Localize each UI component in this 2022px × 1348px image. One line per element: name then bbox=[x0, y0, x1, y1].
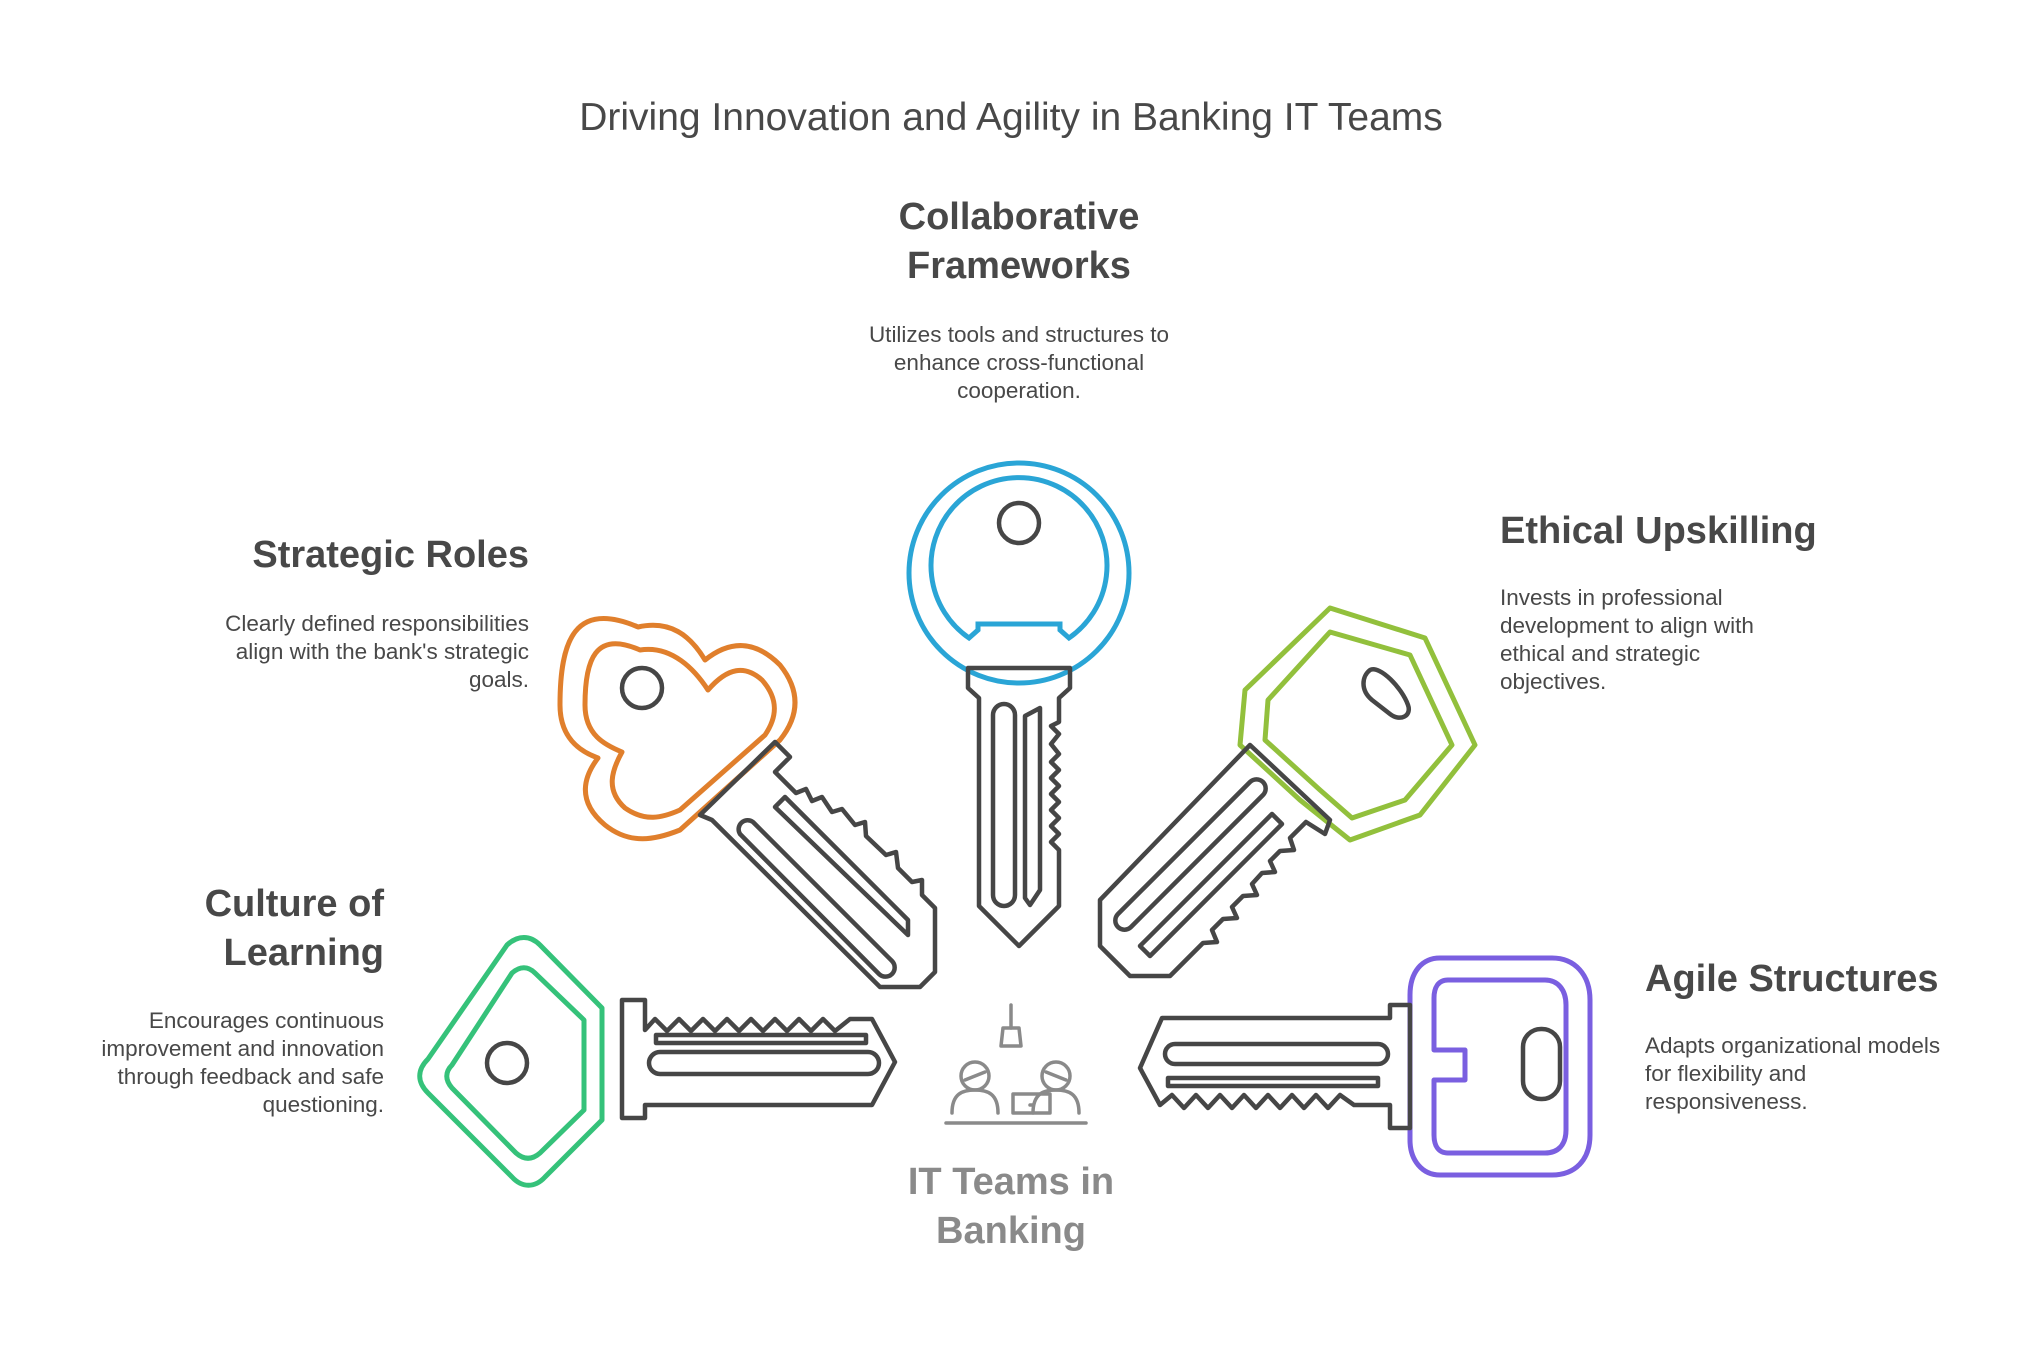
key-strategic bbox=[557, 615, 938, 990]
hub-label-line1: IT Teams in bbox=[907, 1161, 1115, 1203]
key-ethical-bow-inner bbox=[1262, 629, 1455, 821]
key-agile-bow bbox=[1407, 955, 1593, 1178]
key-strategic-blade bbox=[697, 739, 938, 990]
agile-desc-line: responsiveness. bbox=[1645, 1089, 1808, 1114]
key-culture-blade bbox=[619, 997, 898, 1121]
culture-of-learning-description: Encourages continuous improvement and in… bbox=[34, 1007, 384, 1119]
culture-desc-line: questioning. bbox=[262, 1092, 384, 1117]
key-culture-bow bbox=[417, 935, 605, 1188]
key-culture-hole bbox=[484, 1040, 530, 1086]
strategic-desc-line: goals. bbox=[468, 667, 529, 692]
key-collaborative bbox=[906, 460, 1132, 949]
collaborative-frameworks-description: Utilizes tools and structures to enhance… bbox=[819, 321, 1219, 405]
collaborative-frameworks-heading-line2: Frameworks bbox=[907, 245, 1131, 287]
strategic-roles-heading-line1: Strategic Roles bbox=[252, 534, 529, 576]
key-ethical-blade bbox=[1097, 742, 1333, 979]
culture-of-learning-heading: Culture of Learning bbox=[84, 880, 384, 978]
key-agile bbox=[1137, 955, 1593, 1178]
culture-desc-line: Encourages continuous bbox=[148, 1008, 384, 1033]
diagram-title: Driving Innovation and Agility in Bankin… bbox=[579, 96, 1443, 139]
strategic-roles-description: Clearly defined responsibilities align w… bbox=[129, 610, 529, 694]
key-collaborative-bow bbox=[906, 460, 1132, 686]
culture-of-learning-heading-line2: Learning bbox=[223, 932, 384, 974]
strategic-roles-heading: Strategic Roles bbox=[180, 531, 529, 580]
key-ethical-bow bbox=[1237, 605, 1478, 843]
key-collaborative-blade bbox=[965, 665, 1073, 949]
ethical-upskilling-description: Invests in professional development to a… bbox=[1500, 584, 1860, 696]
agile-structures-description: Adapts organizational models for flexibi… bbox=[1645, 1032, 2005, 1116]
collaborative-desc-line: enhance cross-functional bbox=[893, 350, 1145, 375]
ethical-desc-line: objectives. bbox=[1500, 669, 1607, 694]
key-collaborative-hole bbox=[996, 500, 1042, 546]
key-strategic-bow bbox=[557, 615, 798, 842]
ethical-desc-line: ethical and strategic bbox=[1500, 641, 1701, 666]
ethical-desc-line: development to align with bbox=[1500, 613, 1754, 638]
key-agile-bow-inner bbox=[1431, 977, 1569, 1156]
key-culture-bow-inner bbox=[444, 965, 587, 1161]
key-strategic-bow-inner bbox=[582, 641, 777, 820]
collaborative-desc-line: cooperation. bbox=[957, 378, 1081, 403]
key-ethical bbox=[1097, 605, 1478, 979]
culture-desc-line: through feedback and safe bbox=[117, 1064, 384, 1089]
agile-desc-line: for flexibility and bbox=[1645, 1061, 1807, 1086]
collaborative-desc-line: Utilizes tools and structures to bbox=[868, 322, 1170, 347]
key-ethical-hole bbox=[1361, 667, 1412, 720]
agile-structures-heading: Agile Structures bbox=[1645, 955, 2005, 1004]
hub-label: IT Teams in Banking bbox=[861, 1158, 1161, 1256]
agile-structures-heading-line1: Agile Structures bbox=[1645, 958, 1939, 1000]
strategic-desc-line: align with the bank's strategic bbox=[235, 639, 529, 664]
strategic-desc-line: Clearly defined responsibilities bbox=[225, 611, 529, 636]
key-agile-hole bbox=[1520, 1026, 1563, 1102]
collaborative-frameworks-heading-line1: Collaborative bbox=[898, 196, 1140, 238]
key-strategic-hole bbox=[619, 665, 665, 711]
team-icon bbox=[944, 1003, 1088, 1125]
hub-label-line2: Banking bbox=[936, 1210, 1086, 1252]
agile-desc-line: Adapts organizational models bbox=[1645, 1033, 1941, 1058]
key-culture bbox=[417, 935, 898, 1188]
culture-of-learning-heading-line1: Culture of bbox=[204, 883, 384, 925]
ethical-upskilling-heading: Ethical Upskilling bbox=[1500, 507, 1900, 556]
culture-desc-line: improvement and innovation bbox=[101, 1036, 384, 1061]
key-agile-blade bbox=[1137, 1002, 1413, 1131]
ethical-upskilling-heading-line1: Ethical Upskilling bbox=[1500, 510, 1817, 552]
ethical-desc-line: Invests in professional bbox=[1500, 585, 1723, 610]
collaborative-frameworks-heading: Collaborative Frameworks bbox=[819, 193, 1219, 291]
